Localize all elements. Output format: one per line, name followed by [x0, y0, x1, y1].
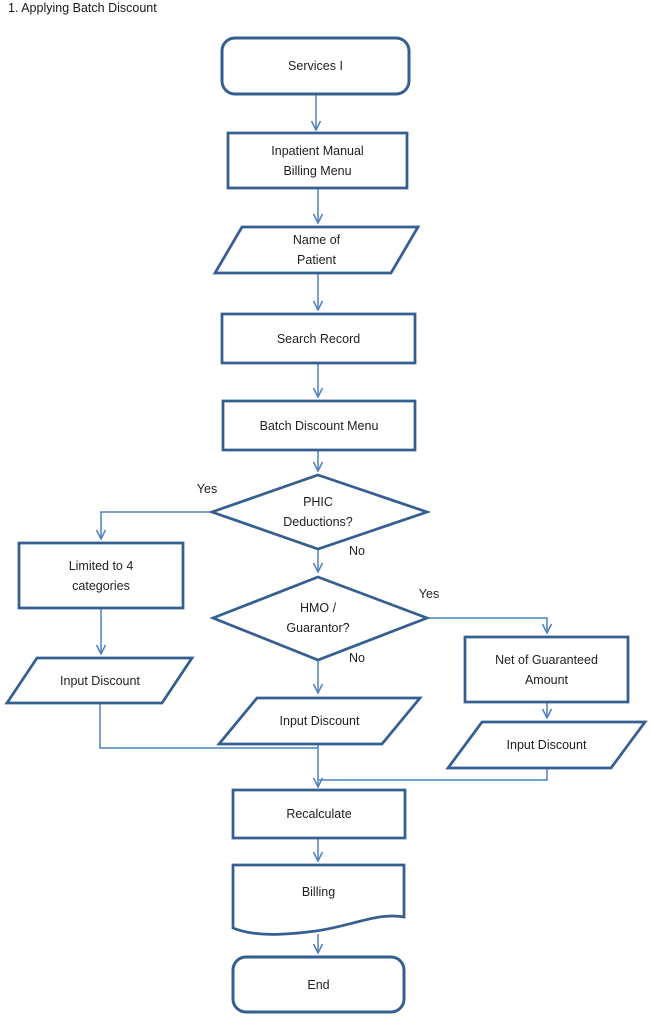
phic-decision-shape	[207, 473, 432, 551]
services-terminator-shape	[220, 36, 411, 96]
net-guaranteed-process-shape	[463, 635, 630, 704]
connector-inputright-merge	[319, 769, 548, 781]
connector-phic-yes-limited	[101, 511, 212, 539]
limited-categories-process-shape	[17, 541, 185, 610]
page-title: 1. Applying Batch Discount	[8, 1, 157, 15]
recalculate-process-shape	[231, 788, 407, 840]
inpatient-menu-process-shape	[226, 131, 409, 190]
name-of-patient-data-shape	[212, 225, 421, 275]
connector-inputleft-merge	[99, 704, 318, 749]
input-discount-middle-data-shape	[216, 696, 423, 746]
search-record-process-shape	[220, 312, 417, 365]
end-terminator-shape	[231, 955, 406, 1014]
batch-discount-menu-process-shape	[221, 399, 417, 452]
connector-hmo-yes-net	[427, 617, 547, 633]
input-discount-left-data-shape	[4, 656, 195, 705]
hmo-decision-shape	[209, 575, 431, 662]
input-discount-right-data-shape	[445, 720, 648, 770]
billing-document-shape	[231, 863, 406, 936]
